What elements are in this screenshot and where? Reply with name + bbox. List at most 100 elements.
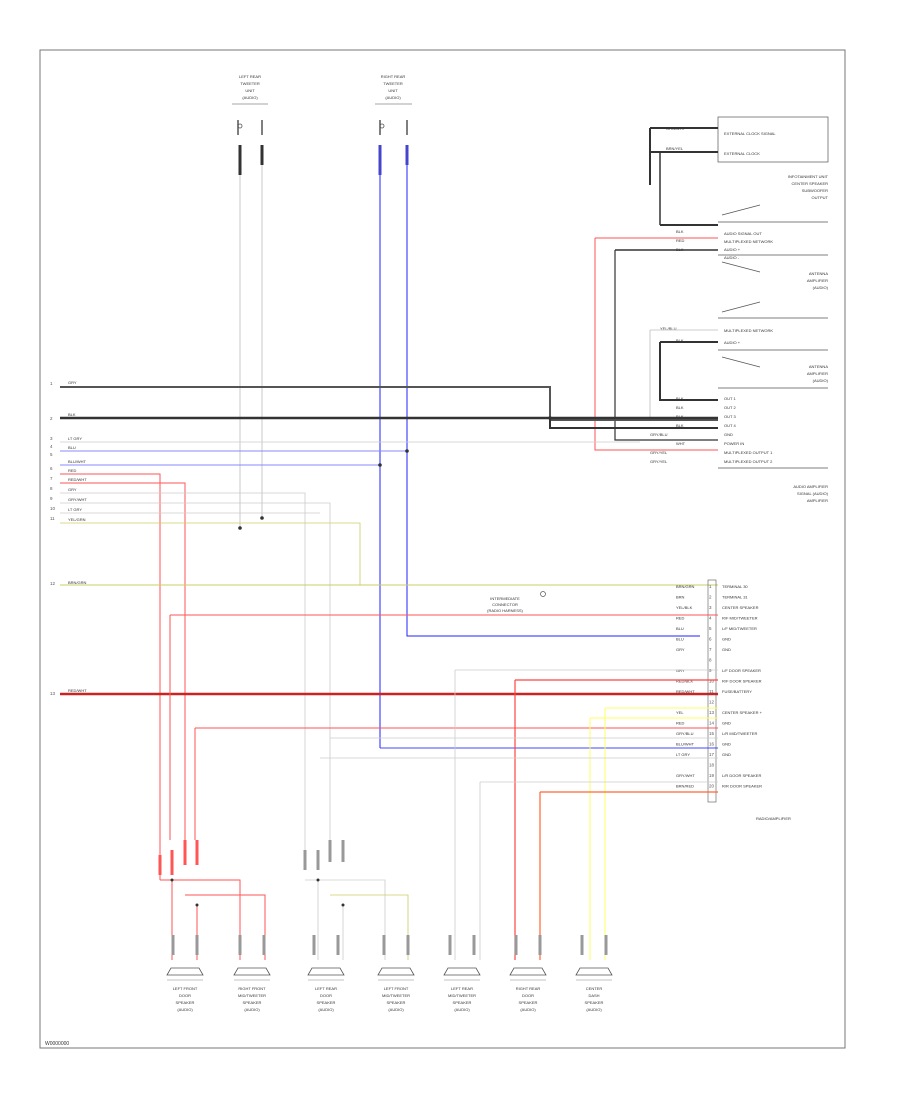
radio-pin-wire-color: RED	[676, 616, 685, 621]
speaker-label: DOOR	[179, 993, 191, 998]
speaker-label: SPEAKER	[453, 1000, 472, 1005]
svg-text:CENTER SPEAKER: CENTER SPEAKER	[792, 181, 829, 186]
speaker-label: (AUDIO)	[520, 1007, 536, 1012]
radio-pin-wire-color: YEL/BLK	[676, 605, 693, 610]
svg-text:BLK: BLK	[676, 423, 684, 428]
speaker-connector	[312, 935, 340, 955]
radio-pin: 3 CENTER SPEAKER YEL/BLK	[676, 605, 759, 610]
svg-text:11: 11	[50, 516, 55, 521]
radio-pin-wire-color: GRY/WHT	[676, 773, 695, 778]
svg-text:(RADIO HARNESS): (RADIO HARNESS)	[487, 608, 523, 613]
speaker-label: (AUDIO)	[454, 1007, 470, 1012]
radio-pin-number: 3	[709, 605, 712, 610]
radio-pin-name: L/F MID/TWEETER	[722, 626, 757, 631]
radio-pin-number: 17	[709, 752, 715, 757]
radio-pin-number: 1	[709, 584, 712, 589]
radio-pin-name: GND	[722, 637, 731, 642]
svg-text:YEL/GRN: YEL/GRN	[68, 517, 86, 522]
radio-pin-wire-color: BRN/GRN	[676, 584, 695, 589]
speaker-label: LEFT REAR	[315, 986, 337, 991]
radio-pin-name: R/F MID/TWEETER	[722, 616, 758, 621]
radio-pin-number: 8	[709, 658, 712, 663]
speaker-label: DOOR	[320, 993, 332, 998]
svg-text:AUDIO +: AUDIO +	[724, 340, 741, 345]
svg-text:(AUDIO): (AUDIO)	[242, 95, 258, 100]
svg-text:5: 5	[50, 452, 53, 457]
radio-pin-number: 7	[709, 647, 712, 652]
radio-pin-number: 4	[709, 616, 712, 621]
svg-text:TWEETER: TWEETER	[383, 81, 403, 86]
speaker-label: DOOR	[522, 993, 534, 998]
speaker-label: SPEAKER	[519, 1000, 538, 1005]
svg-text:BLU/WHT: BLU/WHT	[68, 459, 87, 464]
radio-pin-name: FUSE/BATTERY	[722, 689, 752, 694]
svg-text:BRN/YEL: BRN/YEL	[666, 146, 684, 151]
radio-pin-number: 2	[709, 595, 712, 600]
svg-text:OUT 4: OUT 4	[724, 423, 736, 428]
speaker-icon	[443, 967, 481, 976]
svg-text:YEL/BLU: YEL/BLU	[660, 326, 677, 331]
svg-text:9: 9	[50, 496, 53, 501]
radio-pin-name: CENTER SPEAKER	[722, 605, 759, 610]
svg-text:RIGHT REAR: RIGHT REAR	[381, 74, 406, 79]
diagram-frame	[39, 49, 846, 1049]
radio-pin-name: GND	[722, 721, 731, 726]
radio-pin-number: 13	[709, 710, 715, 715]
speaker-connector	[514, 935, 542, 955]
radio-pin-wire-color: RED/BLK	[676, 679, 693, 684]
svg-text:AMPLIFIER: AMPLIFIER	[807, 371, 828, 376]
radio-pin-name: GND	[722, 742, 731, 747]
svg-text:13: 13	[50, 691, 56, 696]
radio-pin-number: 19	[709, 773, 715, 778]
speaker-icon	[166, 967, 204, 976]
speaker-label: SPEAKER	[585, 1000, 604, 1005]
reference-code: W0000000	[45, 1041, 69, 1047]
svg-text:ANTENNA: ANTENNA	[809, 364, 828, 369]
svg-text:ANTENNA: ANTENNA	[809, 271, 828, 276]
radio-pin-wire-color: BRN	[676, 595, 685, 600]
svg-text:MULTIPLEXED OUTPUT 1: MULTIPLEXED OUTPUT 1	[724, 450, 773, 455]
speaker-label: (AUDIO)	[388, 1007, 404, 1012]
svg-text:8: 8	[50, 486, 53, 491]
radio-pin-name: GND	[722, 752, 731, 757]
radio-pin-number: 15	[709, 731, 715, 736]
radio-pin: 15 L/R MID/TWEETER GRY/BLU	[676, 731, 757, 736]
svg-text:BLU: BLU	[68, 445, 76, 450]
radio-pin-number: 20	[709, 784, 715, 789]
radio-pin-wire-color: GRY/BLU	[676, 731, 694, 736]
svg-text:LT GRY: LT GRY	[68, 507, 82, 512]
svg-text:7: 7	[50, 476, 53, 481]
svg-text:AUDIO AMPLIFIER: AUDIO AMPLIFIER	[793, 484, 828, 489]
svg-text:UNIT: UNIT	[245, 88, 255, 93]
radio-pin-wire-color: RED	[676, 721, 685, 726]
speaker-label: RIGHT REAR	[516, 986, 541, 991]
svg-text:WHT: WHT	[676, 441, 686, 446]
radio-pin-number: 9	[709, 668, 712, 673]
svg-text:BLK: BLK	[676, 414, 684, 419]
svg-text:GRY: GRY	[68, 487, 77, 492]
svg-text:OUT 2: OUT 2	[724, 405, 736, 410]
speaker-icon	[575, 967, 613, 976]
speaker-connector	[580, 935, 608, 955]
speaker-label: LEFT FRONT	[173, 986, 198, 991]
svg-text:GRY/YEL: GRY/YEL	[650, 450, 668, 455]
antenna-amplifier-1: ANTENNA AMPLIFIER (AUDIO)	[807, 271, 829, 290]
svg-text:RED/WHT: RED/WHT	[68, 688, 87, 693]
radio-pin-name: L/R MID/TWEETER	[722, 731, 757, 736]
speaker-label: LEFT REAR	[451, 986, 473, 991]
svg-text:3: 3	[50, 436, 53, 441]
svg-text:AMPLIFIER: AMPLIFIER	[807, 278, 828, 283]
bottom-connectors	[158, 840, 409, 960]
